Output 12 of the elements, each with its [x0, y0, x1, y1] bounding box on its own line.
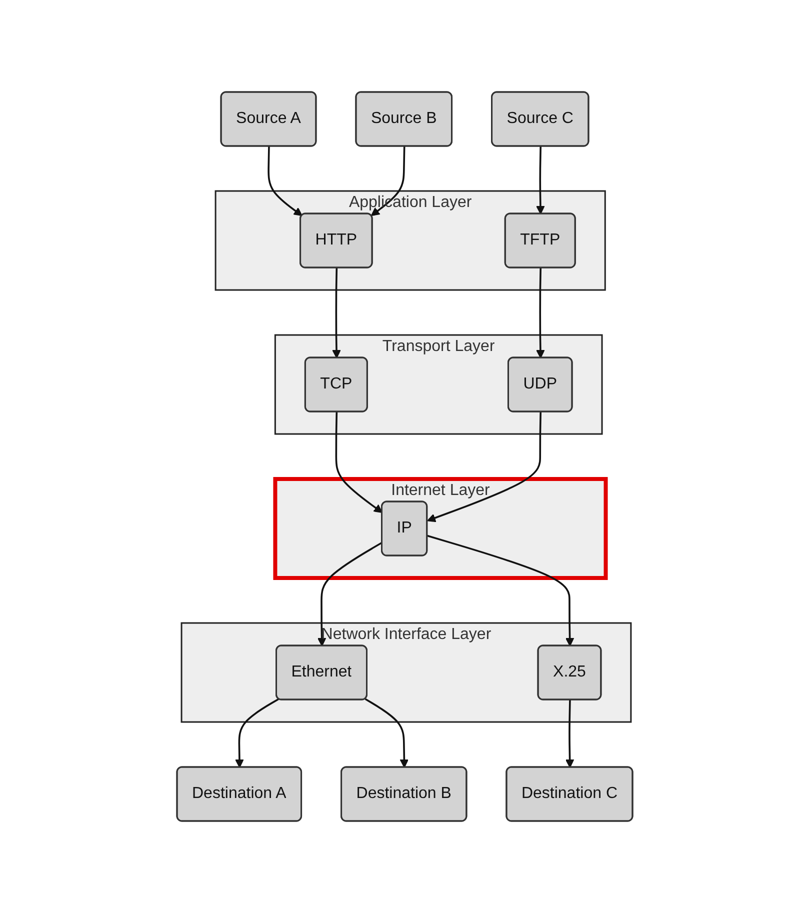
arrow — [365, 698, 409, 768]
arrow — [336, 412, 383, 513]
arrow — [536, 268, 546, 358]
arrow — [268, 146, 303, 216]
arrow — [427, 412, 542, 522]
arrow — [371, 146, 406, 216]
arrow — [332, 268, 342, 358]
arrow — [427, 534, 574, 646]
arrow — [235, 698, 280, 768]
arrow — [536, 146, 546, 214]
arrow — [318, 542, 383, 646]
arrow — [566, 700, 574, 768]
